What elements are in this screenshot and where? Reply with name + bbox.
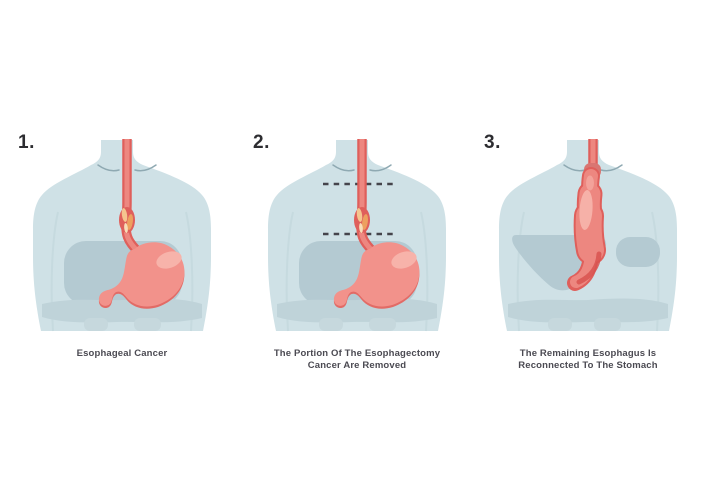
step-number: 2.: [253, 132, 270, 153]
step-caption: The Portion Of The Esophagectomy Cancer …: [273, 348, 441, 371]
step-caption: Esophageal Cancer: [76, 348, 168, 359]
collarbone-lines: [563, 164, 623, 172]
tumor: [119, 207, 135, 233]
torso-figure-svg: [268, 139, 446, 332]
stomach: [98, 242, 185, 309]
step-number: 3.: [484, 132, 501, 153]
stomach-highlight: [391, 251, 417, 269]
tumor: [354, 207, 370, 233]
collarbone-lines: [97, 164, 157, 172]
panel-step-3: 3.: [478, 130, 698, 410]
torso-illustration: [488, 138, 688, 338]
stomach-highlight: [156, 251, 182, 269]
torso-figure-svg: [33, 139, 211, 332]
panel-step-1: 1. Esop: [12, 130, 232, 410]
internal-organs: [277, 241, 437, 331]
torso-figure-svg: [499, 139, 677, 332]
collarbone-lines: [332, 164, 392, 172]
step-number: 1.: [18, 132, 35, 153]
stomach: [333, 242, 420, 309]
torso-illustration: [22, 138, 222, 338]
panel-step-2: 2.: [247, 130, 467, 410]
step-caption: The Remaining Esophagus Is Reconnected T…: [518, 348, 658, 371]
torso-illustration: [257, 138, 457, 338]
pullup-highlight: [579, 190, 593, 230]
pullup-shade: [576, 251, 602, 285]
